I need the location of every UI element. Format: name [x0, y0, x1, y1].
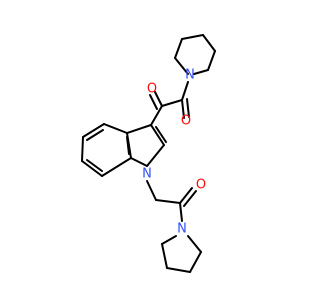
o-amide-ketone-label: O — [181, 114, 191, 129]
n-pyrrolidine-label: N — [177, 222, 187, 237]
pyrrolidine-ring — [161, 235, 202, 273]
o-amide-label: O — [196, 178, 206, 193]
indole-benzene-ring — [81, 123, 132, 177]
acetamide-chain — [146, 180, 197, 222]
atom-labels: N O O N O N — [142, 68, 206, 237]
piperidine-ring — [174, 34, 216, 75]
indole-pyrrole-ring — [126, 124, 167, 167]
dione-linker — [149, 81, 190, 126]
o-ketone-label: O — [147, 82, 157, 97]
n-piperidine-label: N — [185, 68, 195, 83]
molecule-drawing: N O O N O N — [81, 34, 216, 273]
n-indole-label: N — [142, 167, 152, 182]
structure-svg: N O O N O N — [81, 34, 216, 273]
